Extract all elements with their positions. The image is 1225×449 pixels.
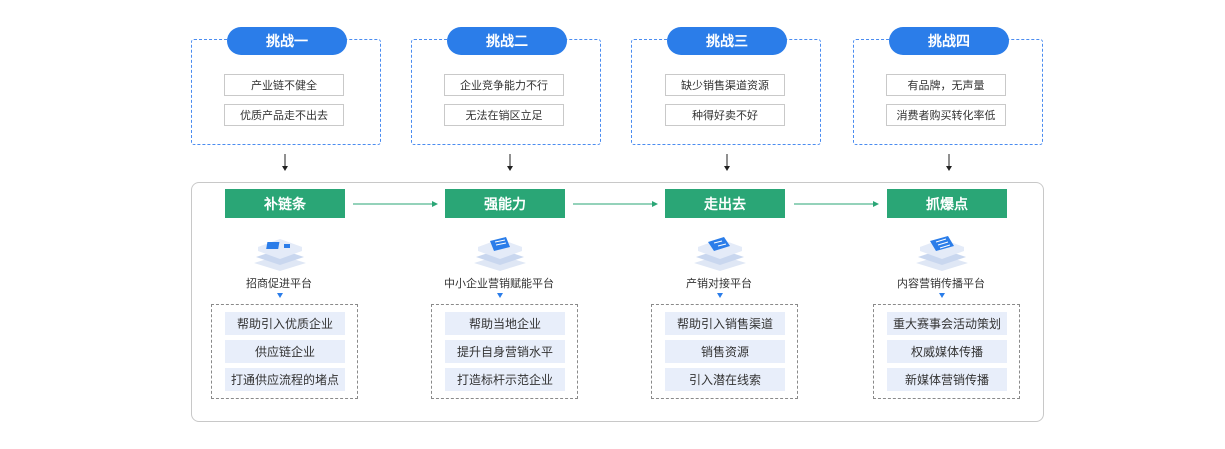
merchant-icon xyxy=(254,239,306,271)
solution-item: 权威媒体传播 xyxy=(887,340,1007,363)
small-down-arrow-icon xyxy=(497,293,503,298)
solution-item: 帮助引入销售渠道 xyxy=(665,312,785,335)
down-arrow-icon xyxy=(282,154,288,171)
solution-item: 供应链企业 xyxy=(225,340,345,363)
solution-item: 重大赛事会活动策划 xyxy=(887,312,1007,335)
down-arrow-icon xyxy=(946,154,952,171)
solution-list-2 xyxy=(431,304,578,399)
solution-title-3: 走出去 xyxy=(665,189,785,218)
challenge-item: 无法在销区立足 xyxy=(444,104,564,126)
solution-title-2: 强能力 xyxy=(445,189,565,218)
solution-item: 提升自身营销水平 xyxy=(445,340,565,363)
solution-item: 帮助引入优质企业 xyxy=(225,312,345,335)
solution-panel xyxy=(191,182,1044,422)
platform-label-4: 内容营销传播平台 xyxy=(897,277,985,290)
solution-item: 打通供应流程的堵点 xyxy=(225,368,345,391)
platform-label-3: 产销对接平台 xyxy=(686,277,752,290)
challenge-title-4: 挑战四 xyxy=(889,27,1009,55)
solution-item: 打造标杆示范企业 xyxy=(445,368,565,391)
platform-label-2: 中小企业营销赋能平台 xyxy=(444,277,554,290)
right-arrow-icon xyxy=(573,201,658,207)
down-arrow-icon xyxy=(724,154,730,171)
solution-item: 帮助当地企业 xyxy=(445,312,565,335)
enablement-icon xyxy=(474,237,526,271)
challenge-title-2: 挑战二 xyxy=(447,27,567,55)
small-down-arrow-icon xyxy=(939,293,945,298)
challenge-item: 消费者购买转化率低 xyxy=(886,104,1006,126)
right-arrow-icon xyxy=(794,201,879,207)
challenge-item: 产业链不健全 xyxy=(224,74,344,96)
solution-list-4 xyxy=(873,304,1020,399)
right-arrow-icon xyxy=(353,201,438,207)
content-icon xyxy=(916,236,968,271)
solution-list-1 xyxy=(211,304,358,399)
challenge-item: 有品牌，无声量 xyxy=(886,74,1006,96)
challenge-item: 种得好卖不好 xyxy=(665,104,785,126)
solution-item: 新媒体营销传播 xyxy=(887,368,1007,391)
solution-title-4: 抓爆点 xyxy=(887,189,1007,218)
challenge-item: 缺少销售渠道资源 xyxy=(665,74,785,96)
solution-list-3 xyxy=(651,304,798,399)
small-down-arrow-icon xyxy=(717,293,723,298)
challenge-title-1: 挑战一 xyxy=(227,27,347,55)
solution-title-1: 补链条 xyxy=(225,189,345,218)
down-arrow-icon xyxy=(507,154,513,171)
solution-item: 销售资源 xyxy=(665,340,785,363)
challenge-title-3: 挑战三 xyxy=(667,27,787,55)
platform-label-1: 招商促进平台 xyxy=(246,277,312,290)
small-down-arrow-icon xyxy=(277,293,283,298)
connect-icon xyxy=(694,237,746,271)
challenge-item: 企业竞争能力不行 xyxy=(444,74,564,96)
challenge-item: 优质产品走不出去 xyxy=(224,104,344,126)
solution-item: 引入潜在线索 xyxy=(665,368,785,391)
